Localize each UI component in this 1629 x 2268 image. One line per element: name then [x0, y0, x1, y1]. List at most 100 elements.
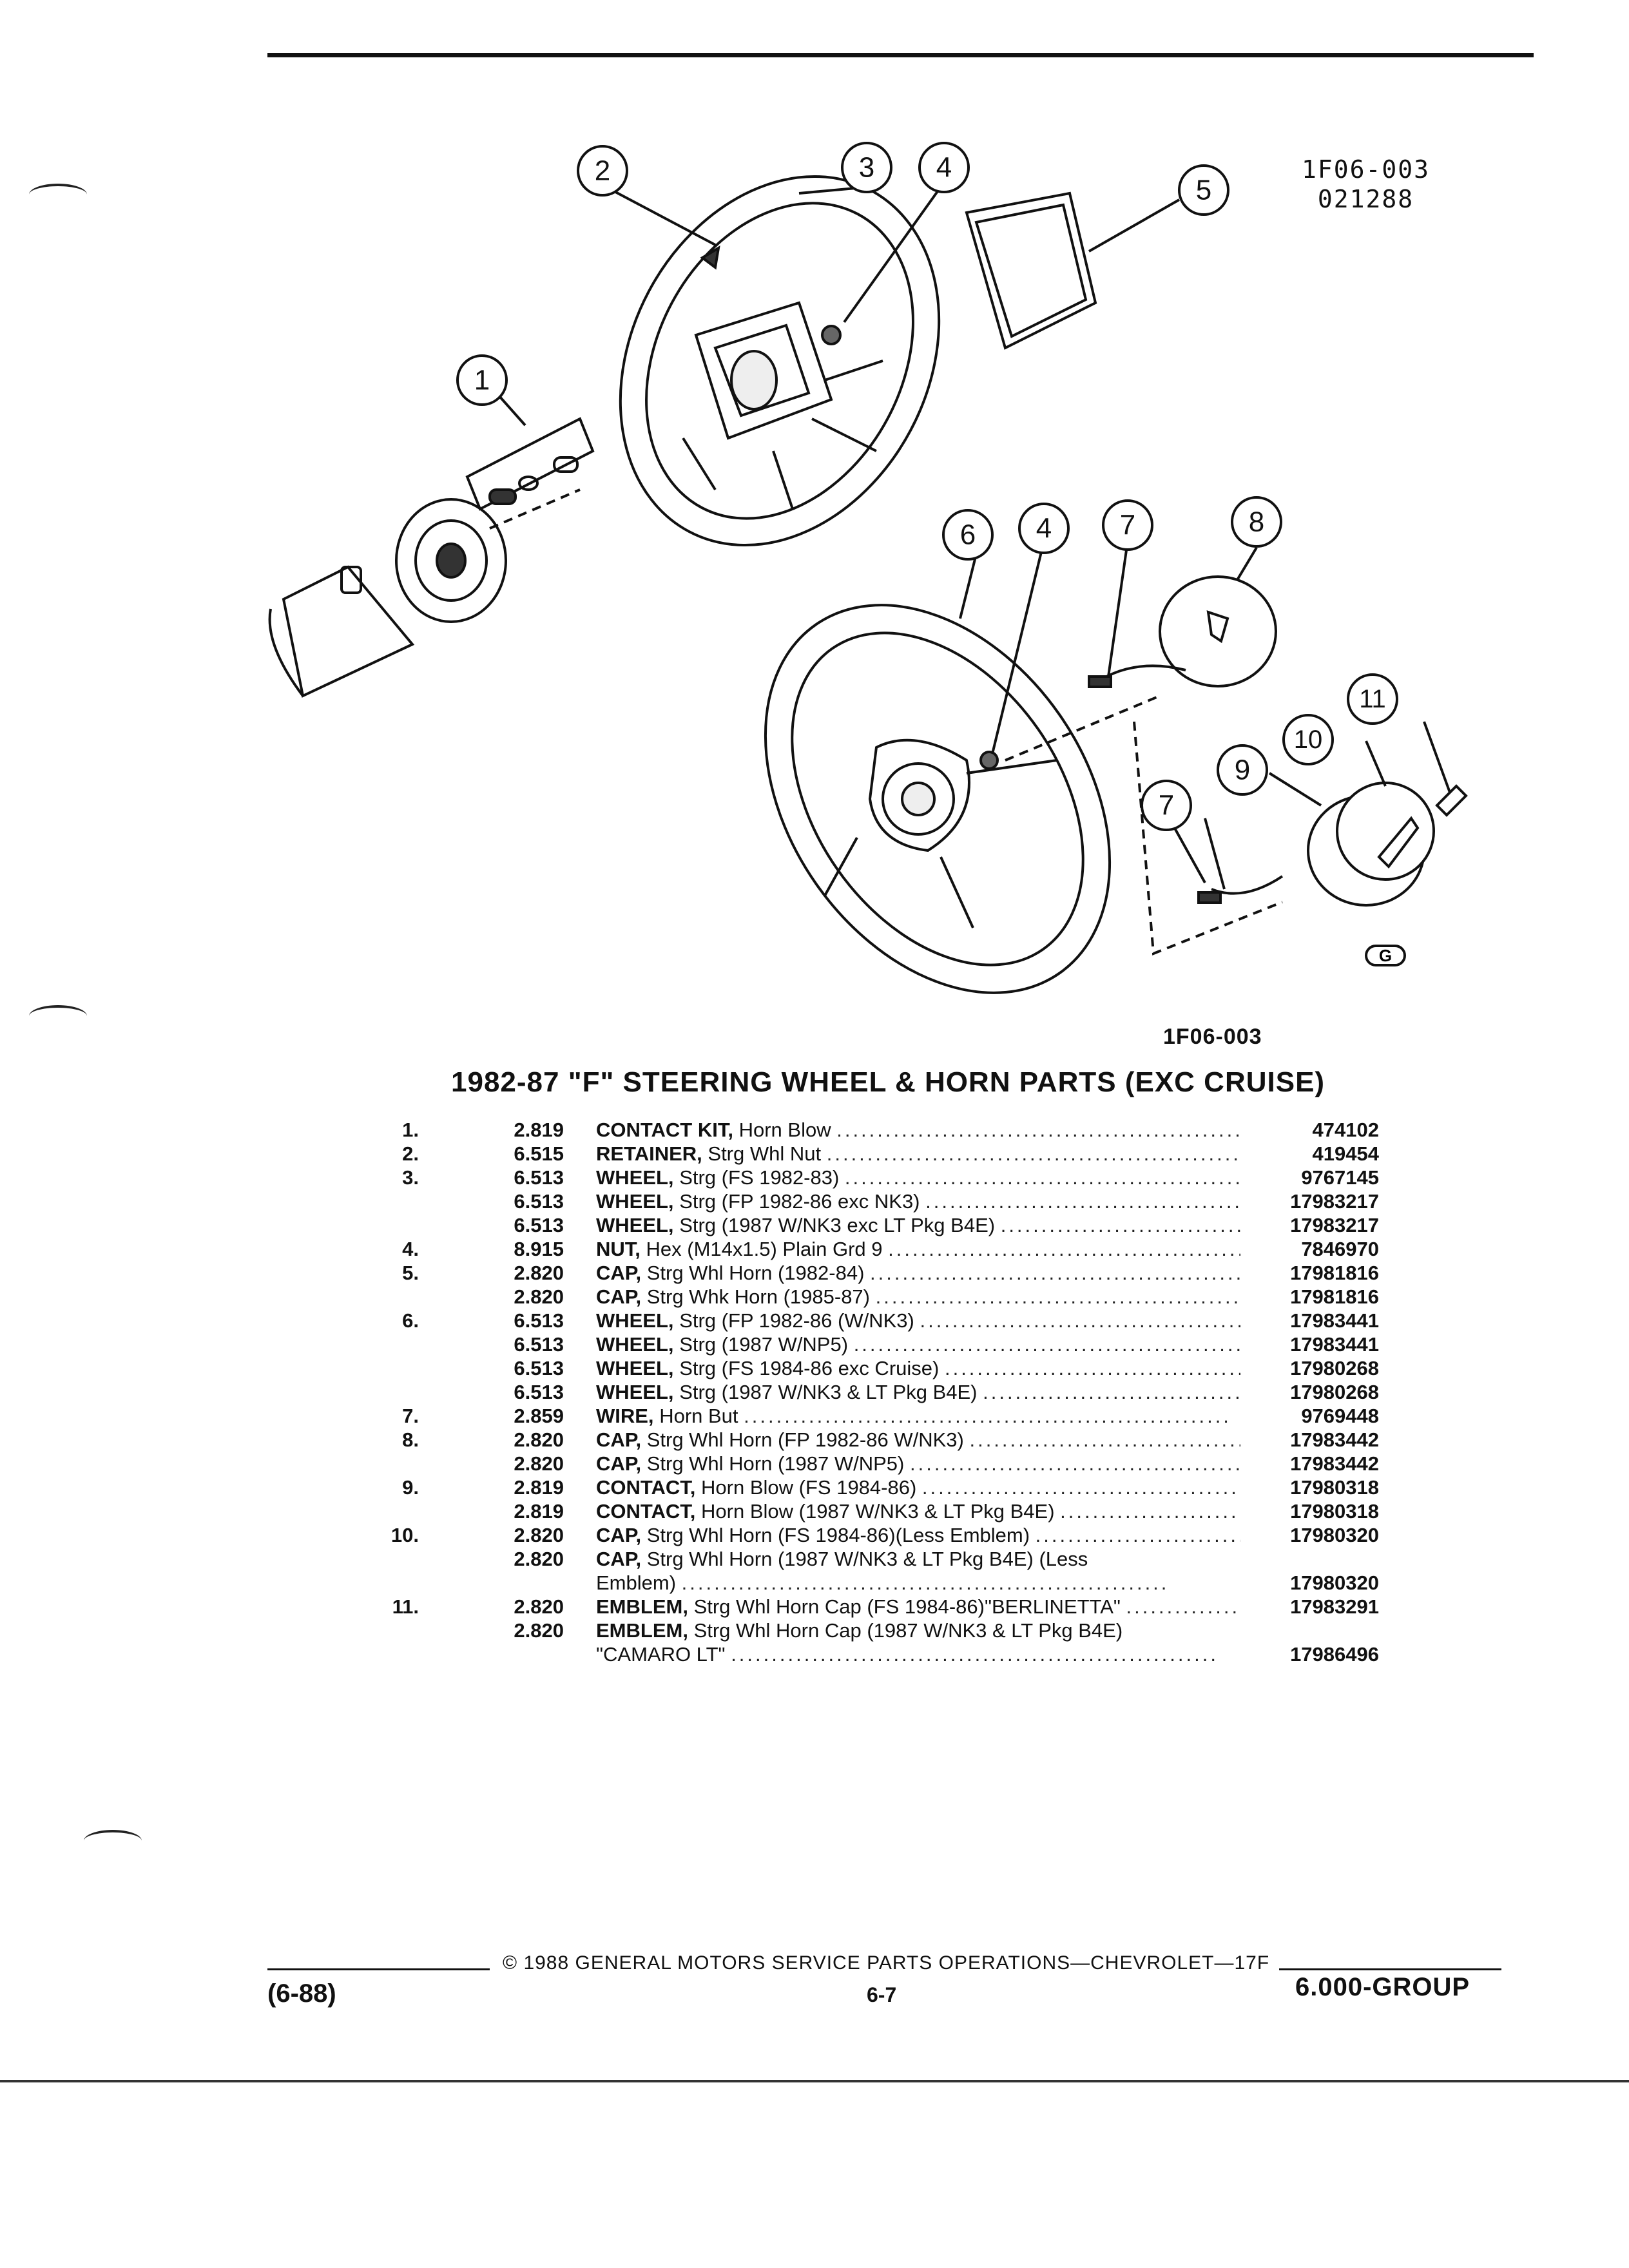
part-description: CAP, Strg Whk Horn (1985-87) ...........…	[596, 1285, 1240, 1309]
group-number: 2.819	[514, 1476, 564, 1499]
part-description: EMBLEM, Strg Whl Horn Cap (1987 W/NK3 & …	[596, 1619, 1240, 1642]
part-detail: Strg Whl Horn Cap (1987 W/NK3 & LT Pkg B…	[693, 1619, 1123, 1642]
part-description: CONTACT, Horn Blow (1987 W/NK3 & LT Pkg …	[596, 1499, 1240, 1523]
part-description: WHEEL, Strg (1987 W/NK3 & LT Pkg B4E) ..…	[596, 1380, 1240, 1404]
callout-7: 7	[1102, 499, 1153, 551]
parts-row: 2.820 EMBLEM, Strg Whl Horn Cap (1987 W/N…	[361, 1619, 1392, 1642]
bottom-rule	[0, 2080, 1629, 2082]
part-description: WHEEL, Strg (FP 1982-86 exc NK3) .......…	[596, 1189, 1240, 1213]
callout-10: 10	[1282, 714, 1334, 765]
leader-dots: ........................................…	[944, 1357, 1240, 1379]
horn-cap-round	[1159, 575, 1277, 687]
part-number: 17980320	[1290, 1524, 1379, 1546]
svg-text:7: 7	[1120, 510, 1135, 541]
group-number: 6.513	[514, 1190, 564, 1213]
part-name: CONTACT,	[596, 1500, 696, 1523]
svg-text:2: 2	[595, 155, 610, 187]
part-description: EMBLEM, Strg Whl Horn Cap (FS 1984-86)"B…	[596, 1595, 1240, 1619]
item-number: 4.	[402, 1238, 419, 1260]
callout-6: 6	[942, 509, 994, 561]
svg-text:8: 8	[1249, 506, 1264, 538]
group-number: 2.859	[514, 1405, 564, 1427]
leader-dots: ........................................…	[910, 1452, 1240, 1475]
horn-cap-upper	[965, 191, 1097, 350]
part-number: 17980268	[1290, 1381, 1379, 1403]
steering-column	[268, 488, 581, 698]
figure-label: 1F06-003	[1163, 1024, 1262, 1049]
group-number: 2.819	[514, 1119, 564, 1141]
item-number: 3.	[402, 1166, 419, 1189]
item-number: 5.	[402, 1262, 419, 1284]
part-detail: Strg (FS 1982-83)	[679, 1166, 840, 1189]
part-number: 17980320	[1290, 1571, 1379, 1594]
parts-row: 1. 2.819 CONTACT KIT, Horn Blow ..........…	[361, 1118, 1392, 1142]
parts-list: 1. 2.819 CONTACT KIT, Horn Blow ..........…	[361, 1118, 1392, 1666]
exploded-diagram: 1 2 3 4 5 4 6 7 8 9 10 11 7 G	[268, 142, 1468, 994]
part-name: WIRE,	[596, 1405, 654, 1427]
part-name: CAP,	[596, 1262, 642, 1284]
hex-nut-part-lower	[979, 751, 999, 770]
item-number: 8.	[402, 1428, 419, 1451]
part-detail: Strg Whl Horn (1982-84)	[646, 1262, 865, 1284]
part-description: CAP, Strg Whl Horn (1982-84) ...........…	[596, 1261, 1240, 1285]
part-description: CONTACT, Horn Blow (FS 1984-86) ........…	[596, 1475, 1240, 1499]
hex-nut-part	[821, 325, 842, 345]
part-name: NUT,	[596, 1238, 641, 1260]
group-number: 2.820	[514, 1428, 564, 1451]
gm-logo: G	[1365, 945, 1406, 966]
part-name: CAP,	[596, 1285, 642, 1308]
copyright-notice: © 1988 GENERAL MOTORS SERVICE PARTS OPER…	[503, 1952, 1270, 1974]
svg-text:4: 4	[936, 152, 952, 184]
leader-dots: ........................................…	[1126, 1595, 1241, 1618]
group-number: 8.915	[514, 1238, 564, 1260]
callout-3: 3	[841, 142, 892, 193]
group-number: 2.820	[514, 1619, 564, 1642]
part-detail: Strg Whl Horn (FS 1984-86)(Less Emblem)	[646, 1524, 1030, 1546]
part-description: WHEEL, Strg (FS 1984-86 exc Cruise) ....…	[596, 1356, 1240, 1380]
leader-dots: ........................................…	[875, 1285, 1240, 1308]
part-detail: Strg Whl Horn (1987 W/NK3 & LT Pkg B4E) …	[646, 1548, 1088, 1570]
leader-dots: ........................................…	[1035, 1524, 1240, 1546]
leader-dots: ........................................…	[925, 1190, 1240, 1213]
top-rule	[267, 53, 1534, 57]
part-detail: Emblem)	[596, 1571, 677, 1594]
part-description: CAP, Strg Whl Horn (FS 1984-86)(Less Emb…	[596, 1523, 1240, 1547]
part-name: CAP,	[596, 1428, 642, 1451]
emblem-part	[1435, 784, 1468, 817]
part-name: WHEEL,	[596, 1309, 674, 1332]
svg-text:4: 4	[1036, 513, 1052, 544]
part-number: 17986496	[1290, 1643, 1379, 1666]
part-detail: Strg Whk Horn (1985-87)	[646, 1285, 871, 1308]
leader-dots: ........................................…	[888, 1238, 1240, 1260]
item-number: 1.	[402, 1119, 419, 1141]
retainer-nut-part	[700, 245, 720, 270]
svg-text:11: 11	[1359, 685, 1386, 713]
svg-text:6: 6	[960, 519, 976, 551]
part-detail: Strg Whl Horn Cap (FS 1984-86)"BERLINETT…	[693, 1595, 1121, 1618]
part-detail: Horn Blow (1987 W/NK3 & LT Pkg B4E)	[701, 1500, 1055, 1523]
part-number: 17980318	[1290, 1476, 1379, 1499]
group-number: 6.513	[514, 1357, 564, 1379]
section-heading: 1982-87 "F" STEERING WHEEL & HORN PARTS …	[451, 1066, 1325, 1098]
leader-dots: ........................................…	[870, 1262, 1240, 1284]
group-number: 6.515	[514, 1142, 564, 1165]
leader-dots: ........................................…	[731, 1643, 1219, 1666]
group-number: 2.820	[514, 1452, 564, 1475]
part-number: 17983217	[1290, 1190, 1379, 1213]
svg-text:5: 5	[1196, 175, 1211, 206]
svg-text:1: 1	[474, 365, 490, 396]
part-description: WIRE, Horn But .........................…	[596, 1404, 1240, 1428]
part-name: WHEEL,	[596, 1357, 674, 1379]
group-number: 6.513	[514, 1214, 564, 1236]
part-number: 17980318	[1290, 1500, 1379, 1523]
group-number: 2.820	[514, 1548, 564, 1570]
part-description: CONTACT KIT, Horn Blow .................…	[596, 1118, 1240, 1142]
leader-dots: ........................................…	[921, 1476, 1240, 1499]
part-detail: Horn Blow (FS 1984-86)	[701, 1476, 917, 1499]
leader-dots: ........................................…	[920, 1309, 1240, 1332]
punch-hole-mark	[84, 1830, 142, 1852]
